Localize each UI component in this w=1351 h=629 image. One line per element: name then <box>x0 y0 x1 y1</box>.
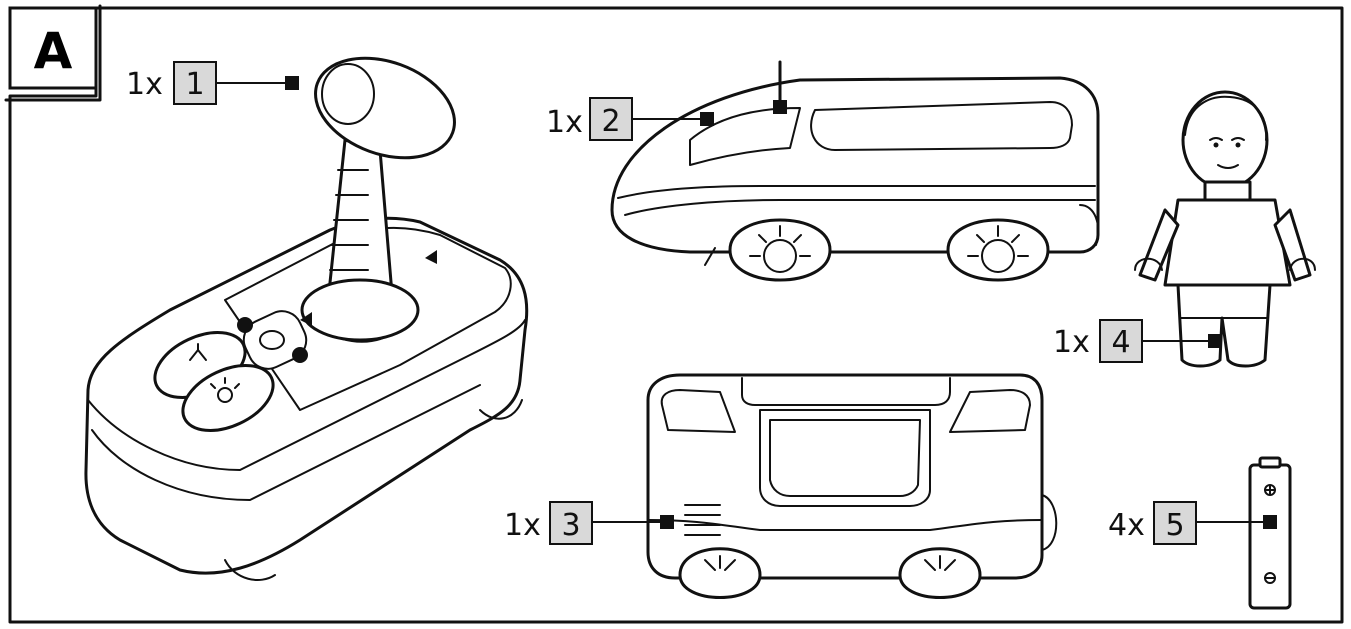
part-2-quantity: 1x <box>546 105 583 140</box>
callout-part-3: 1x 3 <box>504 501 674 545</box>
section-letter: A <box>34 22 73 80</box>
remote-control-icon <box>84 56 529 581</box>
callout-part-4: 1x 4 <box>1053 319 1222 363</box>
train-car-icon <box>646 373 1058 599</box>
figure-icon <box>1134 90 1316 368</box>
part-5-number: 5 <box>1165 508 1184 543</box>
part-1-number: 1 <box>185 67 204 102</box>
diagram-frame <box>4 4 1344 624</box>
part-1-quantity: 1x <box>126 67 163 102</box>
section-label: A <box>8 6 98 90</box>
callout-part-2: 1x 2 <box>546 97 787 141</box>
part-2-number: 2 <box>601 104 620 139</box>
callout-part-5: 4x 5 <box>1108 501 1277 545</box>
part-4-number: 4 <box>1111 325 1130 360</box>
part-5-quantity: 4x <box>1108 508 1145 543</box>
part-3-quantity: 1x <box>504 508 541 543</box>
callout-part-1: 1x 1 <box>126 61 299 105</box>
part-4-quantity: 1x <box>1053 325 1090 360</box>
battery-icon <box>1248 456 1292 610</box>
locomotive-icon <box>610 60 1100 282</box>
part-3-number: 3 <box>561 508 580 543</box>
